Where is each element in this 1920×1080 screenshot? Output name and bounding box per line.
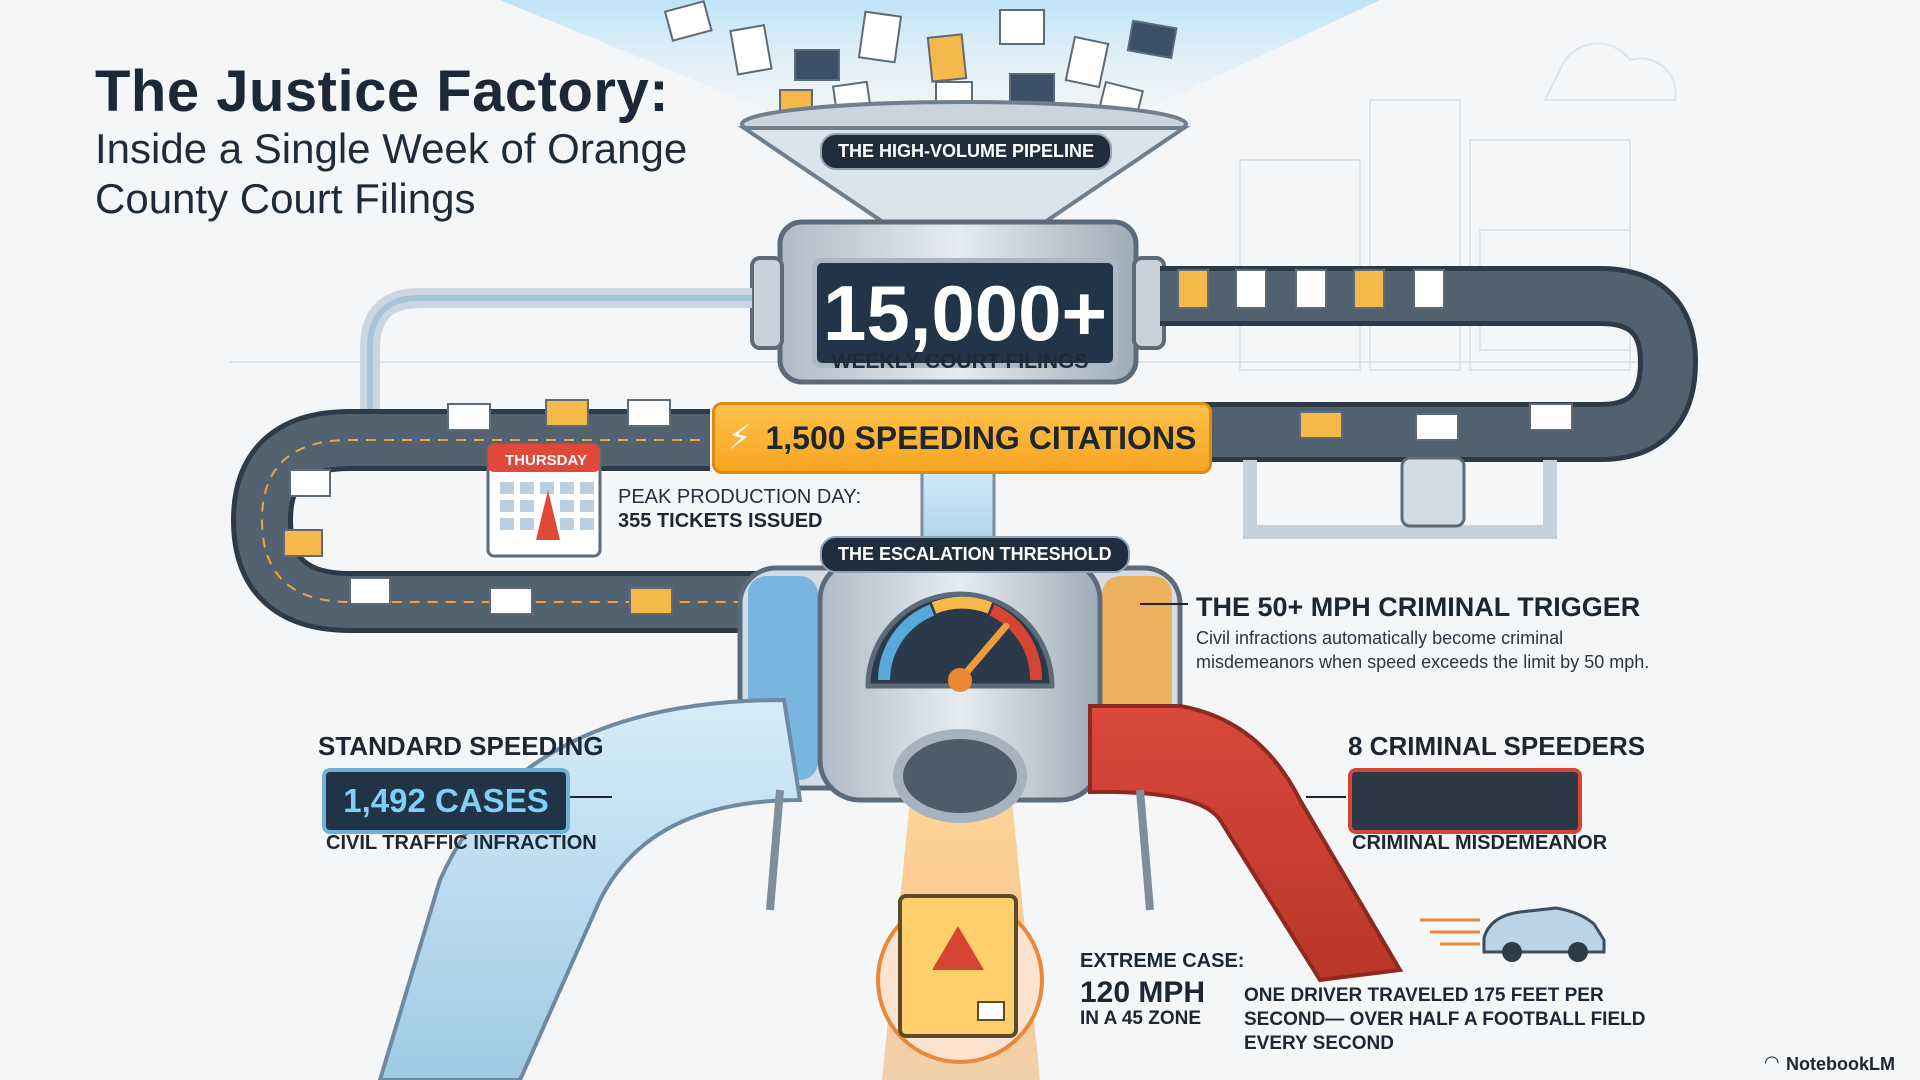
standard-chute (377, 697, 803, 1080)
brand-name: NotebookLM (1786, 1054, 1895, 1074)
pipeline-label: THE HIGH-VOLUME PIPELINE (820, 133, 1113, 170)
criminal-trigger-description: Civil infractions automatically become c… (1196, 628, 1650, 672)
warning-document (876, 894, 1044, 1064)
right-pipe (1243, 460, 1557, 539)
speeding-car (1420, 906, 1606, 962)
standard-cases-count: 1,492 CASES (322, 768, 570, 834)
criminal-trigger-title: THE 50+ MPH CRIMINAL TRIGGER (1196, 592, 1641, 622)
speedometer-gauge (865, 591, 1055, 692)
criminal-speeders-caption: CRIMINAL MISDEMEANOR (1352, 832, 1608, 854)
weekly-filings-caption: WEEKLY COURT FILINGS (831, 350, 1089, 373)
criminal-chute (1088, 704, 1404, 983)
peak-day-label: PEAK PRODUCTION DAY: (618, 486, 862, 508)
speeding-citations-text: 1,500 SPEEDING CITATIONS (765, 419, 1197, 456)
standard-speeding-title: STANDARD SPEEDING (318, 731, 604, 761)
valve-box (1400, 456, 1466, 528)
calendar-day: THURSDAY (505, 452, 587, 469)
machine-legs (766, 789, 1154, 911)
page-title: The Justice Factory: (95, 59, 670, 124)
criminal-speeders-box (1348, 768, 1582, 834)
lightning-bolt-icon: ⚡ (727, 419, 752, 457)
calendar-icon (486, 442, 602, 558)
extreme-case-zone: IN A 45 ZONE (1080, 1008, 1202, 1029)
extreme-case-label: EXTREME CASE: (1080, 950, 1245, 972)
speed-fact: ONE DRIVER TRAVELED 175 FEET PER SECOND—… (1244, 985, 1646, 1054)
standard-speeding-caption: CIVIL TRAFFIC INFRACTION (326, 832, 597, 854)
page-subtitle: Inside a Single Week of Orange County Co… (95, 125, 688, 222)
weekly-filings-counter: 15,000+ (812, 258, 1118, 368)
speeding-citations-banner: ⚡ 1,500 SPEEDING CITATIONS (712, 402, 1212, 474)
escalation-threshold-label: THE ESCALATION THRESHOLD (820, 536, 1130, 573)
conveyor-documents (283, 269, 1573, 615)
peak-day-value: 355 TICKETS ISSUED (618, 510, 823, 532)
notebooklm-logo-icon: ◠ (1764, 1052, 1780, 1072)
lower-conveyor (230, 409, 760, 633)
upper-conveyor (1160, 266, 1699, 462)
criminal-speeders-title: 8 CRIMINAL SPEEDERS (1348, 731, 1646, 761)
extreme-case-speed: 120 MPH (1080, 976, 1206, 1009)
exit-pipe (893, 729, 1027, 823)
